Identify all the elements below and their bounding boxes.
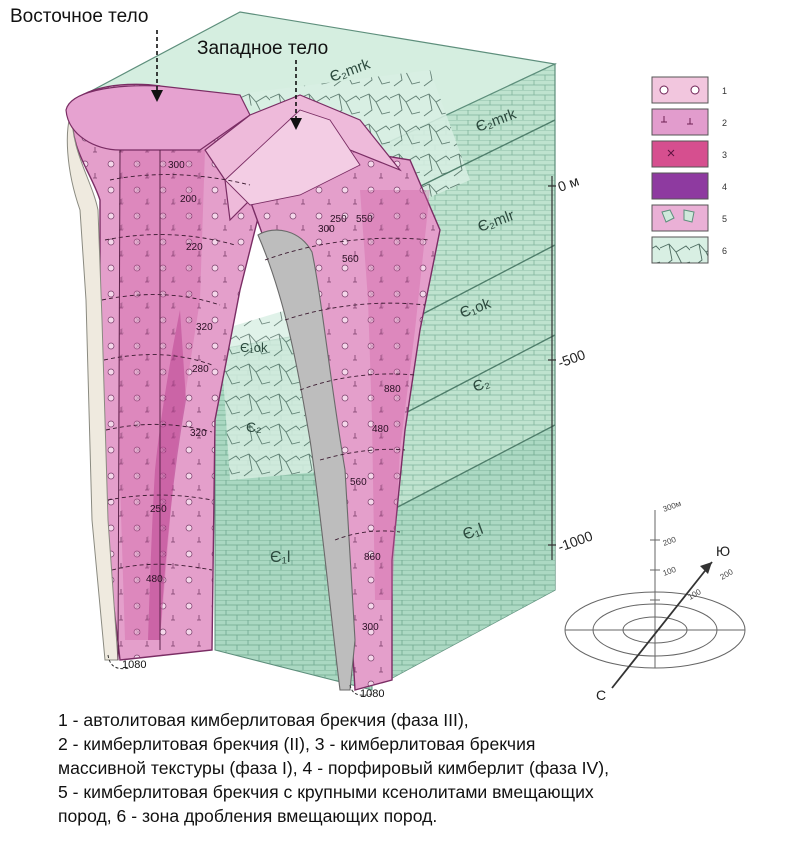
depth-mark: 300 bbox=[318, 224, 335, 235]
front-ok-label: Є₁ok bbox=[240, 340, 268, 355]
compass-arrow bbox=[612, 562, 712, 688]
legend-swatch-6 bbox=[652, 237, 708, 263]
caption-line-4: 5 - кимберлитовая брекчия с крупными ксе… bbox=[58, 780, 783, 804]
depth-1000-label: -1000 bbox=[556, 527, 595, 554]
depth-mark: 560 bbox=[350, 477, 367, 488]
depth-mark: 550 bbox=[356, 214, 373, 225]
caption-line-3: массивной текстуры (фаза I), 4 - порфиро… bbox=[58, 756, 783, 780]
depth-mark: 280 bbox=[192, 364, 209, 375]
compass-arrowhead bbox=[700, 562, 712, 574]
depth-0-label: 0 м bbox=[556, 172, 581, 194]
legend-label-6: 6 bbox=[722, 246, 727, 256]
legend-swatch-4 bbox=[652, 173, 708, 199]
figure-caption: 1 - автолитовая кимберлитовая брекчия (ф… bbox=[58, 708, 783, 828]
legend-swatch-2 bbox=[652, 109, 708, 135]
compass-tick-200a: 200 bbox=[662, 535, 678, 548]
diagram-stage: Є₂mrk Є₂mrk Є₂mlr Є₁ok Є₂ Є₁l Є₁ok Є₂ Є₁… bbox=[0, 0, 790, 700]
depth-500-label: -500 bbox=[556, 346, 588, 371]
depth-mark: 480 bbox=[146, 574, 163, 585]
block-diagram: Є₂mrk Є₂mrk Є₂mlr Є₁ok Є₂ Є₁l Є₁ok Є₂ Є₁… bbox=[0, 0, 790, 700]
legend-label-3: 3 bbox=[722, 150, 727, 160]
compass-north-label: Ю bbox=[716, 543, 730, 559]
compass-tick-100b: 100 bbox=[687, 587, 704, 602]
front-e2-label: Є₂ bbox=[246, 419, 262, 435]
east-body-title: Восточное тело bbox=[10, 6, 148, 28]
depth-mark: 250 bbox=[330, 214, 347, 225]
depth-mark: 860 bbox=[364, 552, 381, 563]
compass-tick-100a: 100 bbox=[662, 565, 678, 578]
west-body-title: Западное тело bbox=[197, 38, 328, 60]
legend-label-5: 5 bbox=[722, 214, 727, 224]
legend-label-1: 1 bbox=[722, 86, 727, 96]
depth-mark: 250 bbox=[150, 504, 167, 515]
legend-swatch-3 bbox=[652, 141, 708, 167]
depth-mark: 560 bbox=[342, 254, 359, 265]
compass-south-label: С bbox=[596, 687, 606, 700]
caption-line-1: 1 - автолитовая кимберлитовая брекчия (ф… bbox=[58, 708, 783, 732]
west-pipe-bottom-depth: 1080 bbox=[122, 659, 146, 671]
depth-mark: 320 bbox=[196, 322, 213, 333]
depth-mark: 880 bbox=[384, 384, 401, 395]
front-e1l-label: Є₁l bbox=[270, 549, 290, 566]
depth-mark: 220 bbox=[186, 242, 203, 253]
compass-tick-200b: 200 bbox=[719, 567, 736, 582]
depth-mark: 200 bbox=[180, 194, 197, 205]
depth-mark: 320 bbox=[190, 428, 207, 439]
legend: 1 2 3 4 5 6 bbox=[652, 77, 727, 263]
caption-line-2: 2 - кимберлитовая брекчия (II), 3 - кимб… bbox=[58, 732, 783, 756]
caption-line-5: пород, 6 - зона дробления вмещающих поро… bbox=[58, 804, 783, 828]
depth-mark: 300 bbox=[362, 622, 379, 633]
compass-tick-300: 300м bbox=[662, 499, 683, 514]
compass-rose: Ю С 300м 200 100 200 100 bbox=[565, 499, 745, 700]
depth-mark: 480 bbox=[372, 424, 389, 435]
legend-label-4: 4 bbox=[722, 182, 727, 192]
legend-swatch-5 bbox=[652, 205, 708, 231]
east-pipe-bottom-depth: 1080 bbox=[360, 688, 384, 700]
depth-mark: 300 bbox=[168, 160, 185, 171]
legend-label-2: 2 bbox=[722, 118, 727, 128]
